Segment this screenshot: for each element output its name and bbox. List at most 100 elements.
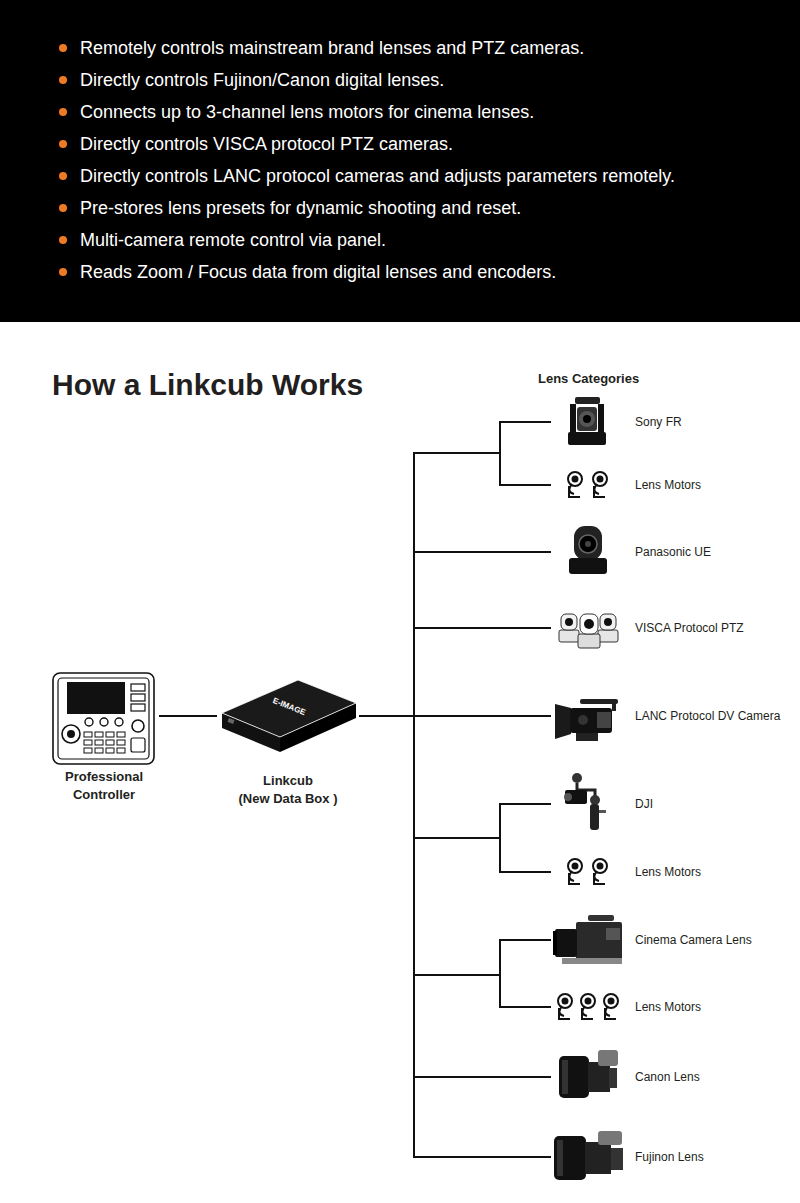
canon-lens-icon bbox=[562, 1060, 568, 1094]
lens-motor-icon bbox=[605, 1006, 616, 1019]
controller-icon bbox=[95, 740, 103, 745]
lens-motor-icon bbox=[593, 859, 607, 873]
lens-category-node: Lens Motors bbox=[550, 850, 790, 894]
controller-icon bbox=[131, 738, 145, 752]
lens-motor-icon bbox=[558, 994, 618, 1019]
panasonic-ue-camera-icon bbox=[569, 526, 607, 574]
lens-category-node: Lens Motors bbox=[550, 985, 790, 1029]
visca-ptz-camera-icon bbox=[565, 618, 573, 626]
visca-ptz-camera-icon bbox=[598, 630, 618, 642]
controller-icon bbox=[67, 730, 75, 738]
bullet-dot bbox=[59, 268, 67, 276]
controller-icon bbox=[131, 694, 145, 701]
bullet-text: Remotely controls mainstream brand lense… bbox=[80, 37, 584, 59]
visca-ptz-camera-icon bbox=[559, 614, 618, 648]
lens-category-node: VISCA Protocol PTZ bbox=[550, 606, 790, 650]
cinema-camera-icon bbox=[553, 915, 622, 964]
device-label: Professional Controller bbox=[48, 768, 160, 804]
visca-ptz-camera-icon bbox=[600, 614, 616, 630]
column-heading: Lens Categories bbox=[538, 371, 639, 387]
panasonic-ue-camera-icon bbox=[569, 558, 607, 574]
connector-line bbox=[360, 552, 550, 716]
lens-motor-icon bbox=[598, 477, 603, 482]
lens-category-node: Canon Lens bbox=[550, 1055, 790, 1099]
lens-motor-icon bbox=[563, 999, 568, 1004]
sony-fr-camera-icon bbox=[579, 411, 595, 427]
bullet-dot bbox=[59, 108, 67, 116]
controller-icon bbox=[84, 732, 92, 737]
lens-motor-icon bbox=[609, 999, 614, 1004]
lens-motor-icon bbox=[568, 472, 607, 497]
category-label: Cinema Camera Lens bbox=[635, 933, 752, 948]
canon-lens-icon bbox=[559, 1056, 589, 1098]
device-label: Linkcub bbox=[216, 772, 360, 790]
lens-motor-icon bbox=[604, 994, 618, 1008]
device-label: (New Data Box ) bbox=[216, 790, 360, 808]
connector-line bbox=[360, 628, 550, 716]
linkcub-box-icon bbox=[222, 680, 356, 737]
visca-ptz-camera-icon bbox=[604, 618, 612, 626]
lens-motor-icon bbox=[568, 859, 582, 873]
category-label: Fujinon Lens bbox=[635, 1150, 704, 1165]
sony-fr-camera-icon bbox=[575, 397, 600, 404]
bullet-text: Pre-stores lens presets for dynamic shoo… bbox=[80, 197, 521, 219]
dji-gimbal-icon bbox=[599, 810, 606, 813]
lens-motor-icon bbox=[581, 994, 595, 1008]
lens-motor-icon bbox=[582, 1006, 593, 1019]
canon-lens-icon bbox=[609, 1068, 617, 1088]
connector-line bbox=[360, 716, 550, 975]
fujinon-lens-icon bbox=[585, 1142, 611, 1174]
dji-gimbal-icon bbox=[565, 790, 587, 804]
sony-fr-camera-icon bbox=[568, 397, 606, 445]
lens-category-node: LANC Protocol DV Camera bbox=[550, 694, 790, 738]
lanc-camcorder-icon bbox=[597, 712, 611, 728]
lens-category-node: Panasonic UE bbox=[550, 530, 790, 574]
bullet-dot bbox=[59, 76, 67, 84]
lens-category-node: DJI bbox=[550, 782, 790, 826]
category-label: Lens Motors bbox=[635, 865, 701, 880]
bullet-dot bbox=[59, 172, 67, 180]
lens-motor-icon bbox=[573, 477, 578, 482]
bullet-text: Directly controls VISCA protocol PTZ cam… bbox=[80, 133, 453, 155]
category-label: DJI bbox=[635, 797, 653, 812]
lens-motor-icon bbox=[573, 864, 578, 869]
visca-ptz-camera-icon bbox=[561, 614, 577, 630]
controller-icon bbox=[95, 748, 103, 753]
dji-gimbal-icon bbox=[572, 773, 582, 783]
dji-gimbal-icon bbox=[564, 793, 572, 801]
bullet-dot bbox=[59, 204, 67, 212]
lens-motor-icon bbox=[569, 871, 580, 884]
sony-fr-camera-icon bbox=[577, 407, 597, 431]
lanc-camcorder-icon bbox=[555, 704, 571, 739]
fujinon-lens-icon bbox=[598, 1131, 622, 1145]
bullet-text: Directly controls Fujinon/Canon digital … bbox=[80, 69, 444, 91]
controller-icon bbox=[84, 740, 92, 745]
controller-icon bbox=[131, 704, 145, 711]
connector-line bbox=[360, 716, 550, 872]
lens-motor-icon bbox=[594, 484, 605, 497]
bullet-dot bbox=[59, 236, 67, 244]
category-label: Panasonic UE bbox=[635, 545, 711, 560]
fujinon-lens-icon bbox=[611, 1148, 623, 1170]
category-label: Sony FR bbox=[635, 415, 682, 430]
connector-line bbox=[360, 716, 550, 1157]
controller-icon bbox=[62, 725, 80, 743]
linkcub-box-icon bbox=[222, 680, 356, 752]
bullet-text: Reads Zoom / Focus data from digital len… bbox=[80, 261, 556, 283]
controller-icon bbox=[106, 748, 114, 753]
canon-lens-icon bbox=[559, 1050, 618, 1098]
cinema-camera-icon bbox=[555, 929, 577, 957]
panasonic-ue-camera-icon bbox=[574, 526, 602, 560]
lens-category-node: Lens Motors bbox=[550, 463, 790, 507]
controller-icon bbox=[115, 718, 123, 726]
fujinon-lens-icon bbox=[554, 1136, 586, 1180]
visca-ptz-camera-icon bbox=[578, 634, 600, 648]
controller-icon bbox=[132, 720, 144, 732]
lens-category-node: Fujinon Lens bbox=[550, 1135, 790, 1179]
sony-fr-camera-icon bbox=[583, 415, 591, 423]
fujinon-lens-icon bbox=[554, 1131, 623, 1180]
lens-motor-icon bbox=[594, 871, 605, 884]
bullet-text: Directly controls LANC protocol cameras … bbox=[80, 165, 675, 187]
cinema-camera-icon bbox=[588, 915, 614, 921]
sony-fr-camera-icon bbox=[570, 404, 576, 434]
